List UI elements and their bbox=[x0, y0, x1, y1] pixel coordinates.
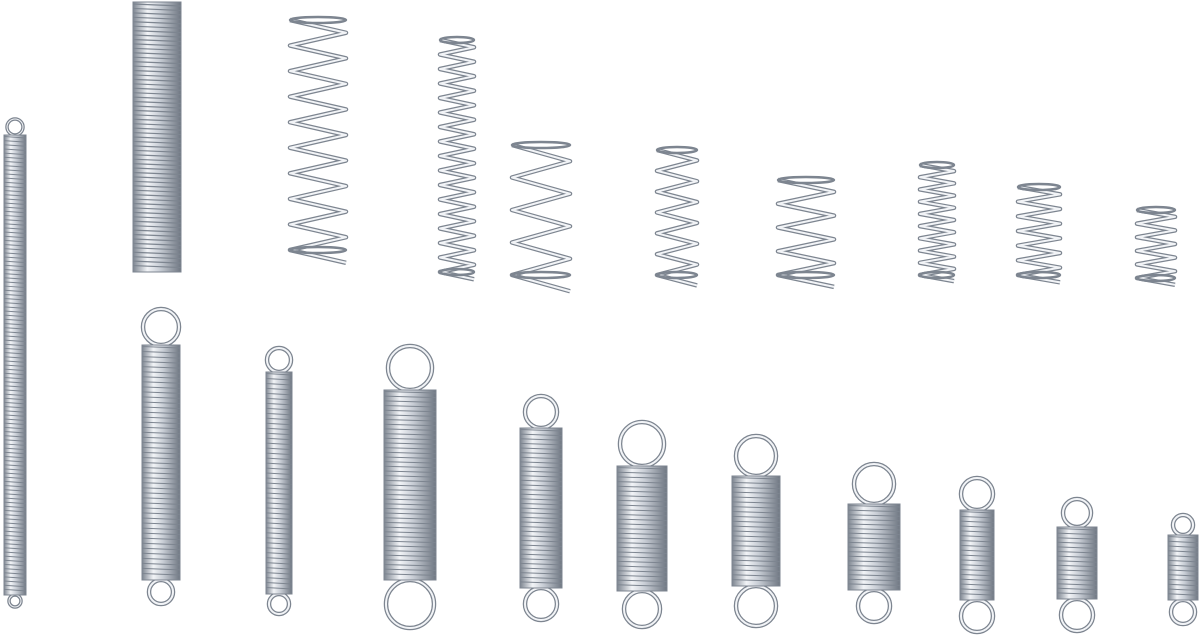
extension-spring-7 bbox=[847, 461, 901, 625]
extension-spring-10 bbox=[1167, 512, 1199, 627]
compression-spring-1 bbox=[132, 1, 182, 273]
extension-spring-1 bbox=[140, 306, 182, 607]
compression-spring-7 bbox=[917, 160, 957, 284]
extension-spring-9 bbox=[1056, 496, 1098, 634]
extension-spring-5 bbox=[616, 419, 668, 630]
compression-spring-3 bbox=[437, 35, 477, 282]
extension-springs-row bbox=[3, 117, 1199, 635]
compression-springs-row bbox=[132, 1, 1178, 294]
compression-spring-4 bbox=[509, 140, 573, 294]
extension-spring-6 bbox=[731, 433, 781, 629]
extension-spring-2 bbox=[264, 345, 294, 617]
long-extension-spring bbox=[3, 117, 27, 609]
extension-spring-8 bbox=[958, 475, 996, 635]
compression-spring-8 bbox=[1015, 182, 1063, 285]
extension-spring-3 bbox=[383, 343, 437, 631]
extension-spring-4 bbox=[519, 393, 563, 623]
compression-spring-2 bbox=[287, 15, 349, 265]
compression-spring-6 bbox=[775, 175, 837, 290]
compression-spring-9 bbox=[1134, 205, 1178, 288]
compression-spring-5 bbox=[654, 145, 700, 288]
